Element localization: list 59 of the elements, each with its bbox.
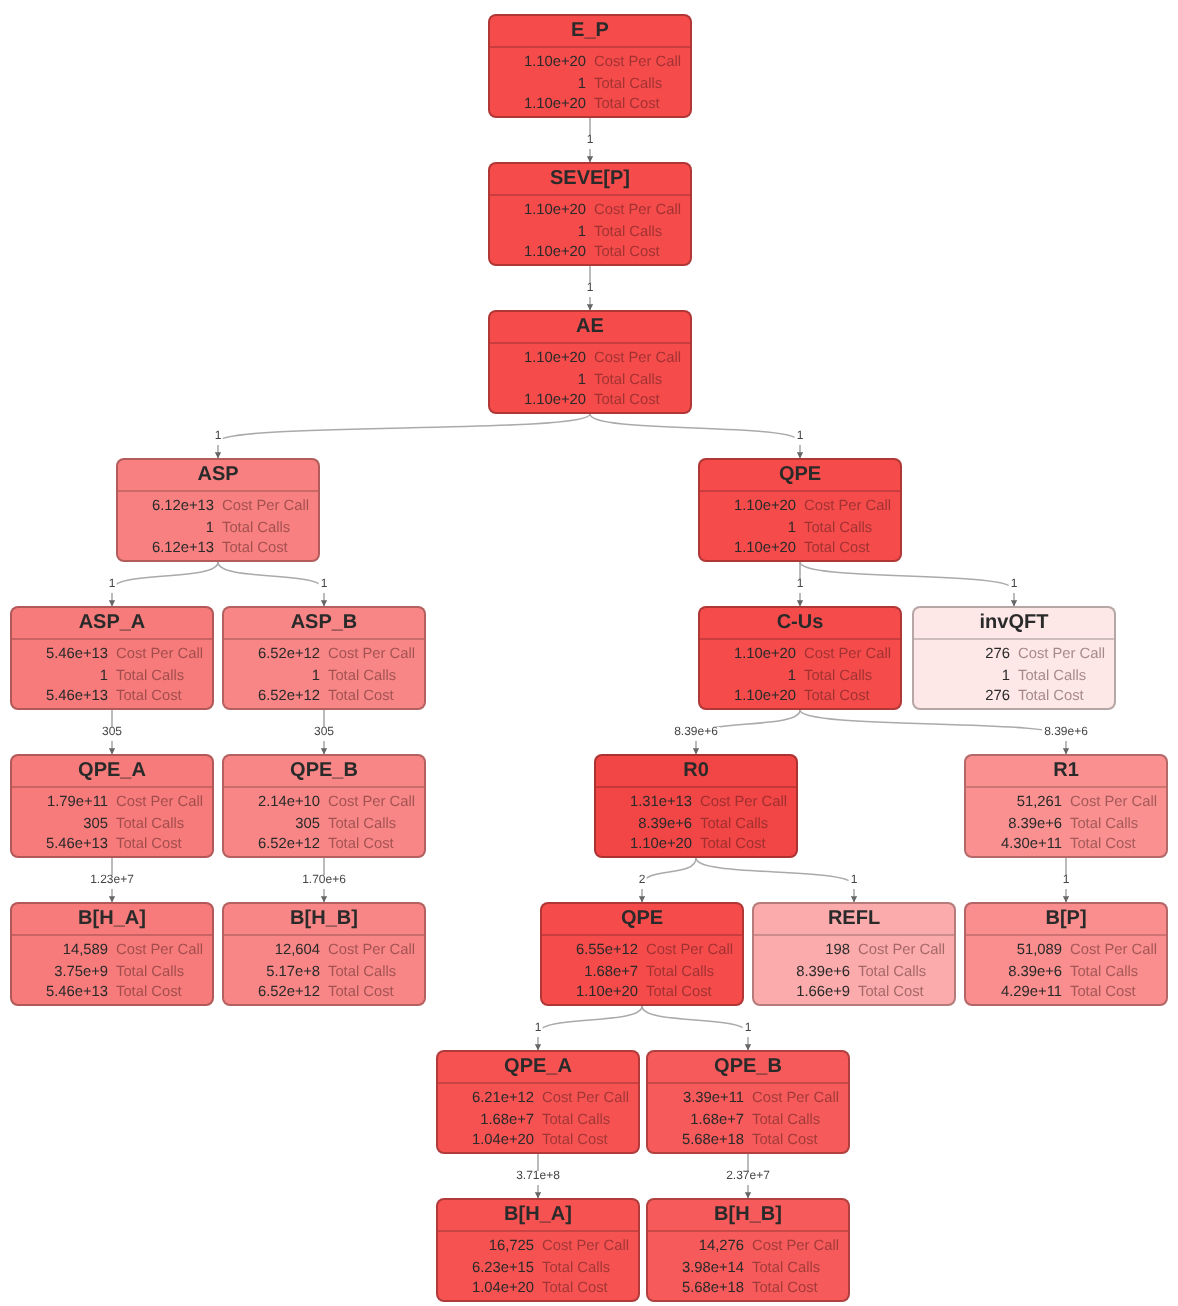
- node-title: E_P: [490, 16, 690, 48]
- node-box: [594, 754, 798, 858]
- node-box: [646, 1198, 850, 1302]
- node-box: [10, 902, 214, 1006]
- node-title: B[P]: [966, 904, 1166, 936]
- node-box: [10, 754, 214, 858]
- connector: [108, 709, 116, 755]
- connector: [744, 1153, 752, 1199]
- connector: [695, 857, 858, 903]
- node-title: QPE: [700, 460, 900, 492]
- node-box: [912, 606, 1116, 710]
- node-title: B[H_B]: [224, 904, 424, 936]
- node-title: QPE_B: [648, 1052, 848, 1084]
- connector: [799, 709, 1070, 755]
- node-title: REFL: [754, 904, 954, 936]
- node-title: invQFT: [914, 608, 1114, 640]
- node-box: [10, 606, 214, 710]
- node-box: [116, 458, 320, 562]
- connector: [320, 709, 328, 755]
- node-title: QPE_A: [12, 756, 212, 788]
- node-box: [540, 902, 744, 1006]
- node-box: [222, 902, 426, 1006]
- node-title: AE: [490, 312, 690, 344]
- node-title: ASP_A: [12, 608, 212, 640]
- node-box: [488, 162, 692, 266]
- node-title: R1: [966, 756, 1166, 788]
- connector: [641, 1005, 752, 1051]
- node-box: [964, 754, 1168, 858]
- node-box: [488, 310, 692, 414]
- node-title: QPE_B: [224, 756, 424, 788]
- node-title: R0: [596, 756, 796, 788]
- node-box: [752, 902, 956, 1006]
- node-box: [436, 1050, 640, 1154]
- node-box: [964, 902, 1168, 1006]
- node-title: B[H_A]: [438, 1200, 638, 1232]
- node-box: [698, 606, 902, 710]
- connector: [534, 1005, 643, 1051]
- node-title: B[H_B]: [648, 1200, 848, 1232]
- node-title: ASP_B: [224, 608, 424, 640]
- connector: [692, 709, 801, 755]
- connector: [799, 561, 1018, 607]
- node-box: [222, 606, 426, 710]
- node-title: QPE_A: [438, 1052, 638, 1084]
- node-title: C-Us: [700, 608, 900, 640]
- node-title: SEVE[P]: [490, 164, 690, 196]
- node-title: B[H_A]: [12, 904, 212, 936]
- node-title: ASP: [118, 460, 318, 492]
- node-box: [436, 1198, 640, 1302]
- node-box: [646, 1050, 850, 1154]
- node-box: [222, 754, 426, 858]
- connector: [214, 413, 591, 459]
- connector: [534, 1153, 542, 1199]
- connector: [217, 561, 328, 607]
- node-box: [698, 458, 902, 562]
- connector: [108, 561, 219, 607]
- node-box: [488, 14, 692, 118]
- connector: [589, 413, 804, 459]
- connector: [638, 857, 697, 903]
- node-title: QPE: [542, 904, 742, 936]
